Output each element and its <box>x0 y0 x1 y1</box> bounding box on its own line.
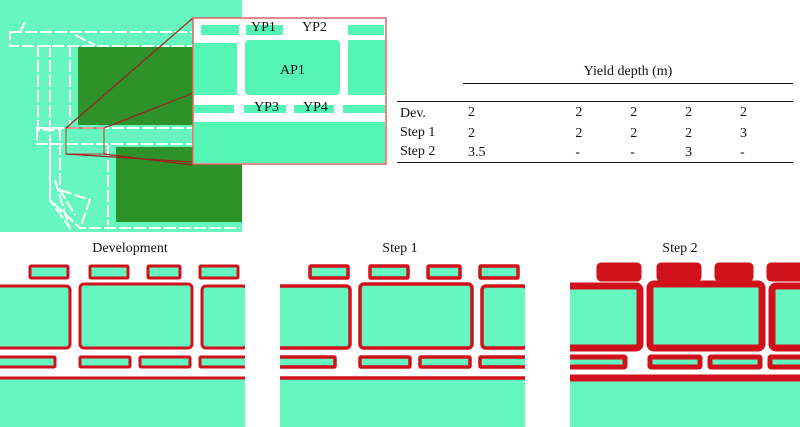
header-rule <box>463 83 793 84</box>
panel-step2 <box>570 262 800 427</box>
yield-zone-block <box>714 262 754 282</box>
yield-zone-block <box>418 355 472 369</box>
cell: 2 <box>575 105 583 120</box>
yield-zone-block <box>0 355 57 369</box>
cell: 3 <box>685 144 693 160</box>
cell: 2 <box>468 125 475 141</box>
yield-zone-block <box>596 262 642 282</box>
yield-zone-block <box>478 355 525 369</box>
label-ap1: AP1 <box>280 63 305 78</box>
cell: 2 <box>685 105 693 120</box>
yield-zone-block <box>570 374 800 427</box>
cell: 2 <box>685 125 693 141</box>
table-row: Dev. 2 2 2 2 2 <box>397 102 793 125</box>
yield-zone-block <box>426 264 462 280</box>
yield-zone-block <box>88 264 130 280</box>
row-label: Step 2 <box>400 144 436 159</box>
label-yp1: YP1 <box>251 20 276 35</box>
cell: 2 <box>468 105 475 120</box>
yield-zone-block <box>308 264 350 280</box>
yield-zone-block <box>0 284 72 350</box>
cell: 3.5 <box>468 144 486 160</box>
yield-zone-block <box>146 264 182 280</box>
yield-zone-block <box>707 354 763 370</box>
yield-zone-block <box>78 355 132 369</box>
site-overview-map <box>0 0 387 232</box>
panel-title-step1: Step 1 <box>382 241 418 256</box>
yield-zone-block <box>78 282 194 350</box>
table-header: Yield depth (m) <box>583 64 673 79</box>
yield-zone-block <box>478 264 520 280</box>
yield-zone-block <box>280 376 525 427</box>
row-label: Dev. <box>400 105 426 121</box>
yield-zone-block <box>0 376 245 427</box>
cell: 2 <box>575 125 583 141</box>
label-yp3: YP3 <box>254 100 279 115</box>
yield-zone-block <box>656 262 702 282</box>
panel-title-step2: Step 2 <box>662 241 698 256</box>
label-yp2: YP2 <box>302 20 327 35</box>
row-label: Step 1 <box>400 125 436 140</box>
yield-zone-block <box>768 282 800 352</box>
cell: 2 <box>630 125 638 141</box>
yield-zone-block <box>646 280 766 352</box>
cell: 2 <box>630 105 638 120</box>
cell: 3 <box>740 125 748 141</box>
yield-zone-block <box>480 284 525 350</box>
zoom-inset <box>192 17 387 165</box>
panel-step1 <box>280 264 525 427</box>
cell: - <box>740 144 745 160</box>
table-row: Step 1 2 2 2 2 3 <box>397 124 793 143</box>
yield-zone-block <box>198 264 240 280</box>
panel-development <box>0 264 245 427</box>
cell: - <box>630 144 635 160</box>
yield-zone-block <box>28 264 70 280</box>
yield-zone-block <box>280 355 337 369</box>
yield-zone-block <box>570 354 628 370</box>
label-yp4: YP4 <box>303 100 328 115</box>
yield-zone-block <box>358 355 412 369</box>
pit-upper <box>78 47 196 125</box>
yield-zone-block <box>647 354 703 370</box>
cell: 2 <box>740 105 748 120</box>
yield-zone-block <box>368 264 410 280</box>
yield-zone-block <box>766 262 800 282</box>
yield-zone-block <box>767 354 800 370</box>
yield-zone-block <box>280 284 352 350</box>
yield-zone-block <box>358 282 474 350</box>
yield-zone-block <box>570 282 644 352</box>
panel-title-development: Development <box>92 241 168 256</box>
yield-zone-block <box>198 355 245 369</box>
table-row: Step 2 3.5 - - 3 - <box>397 143 793 163</box>
yield-zone-block <box>200 284 245 350</box>
cell: - <box>575 144 580 160</box>
yield-zone-block <box>138 355 192 369</box>
